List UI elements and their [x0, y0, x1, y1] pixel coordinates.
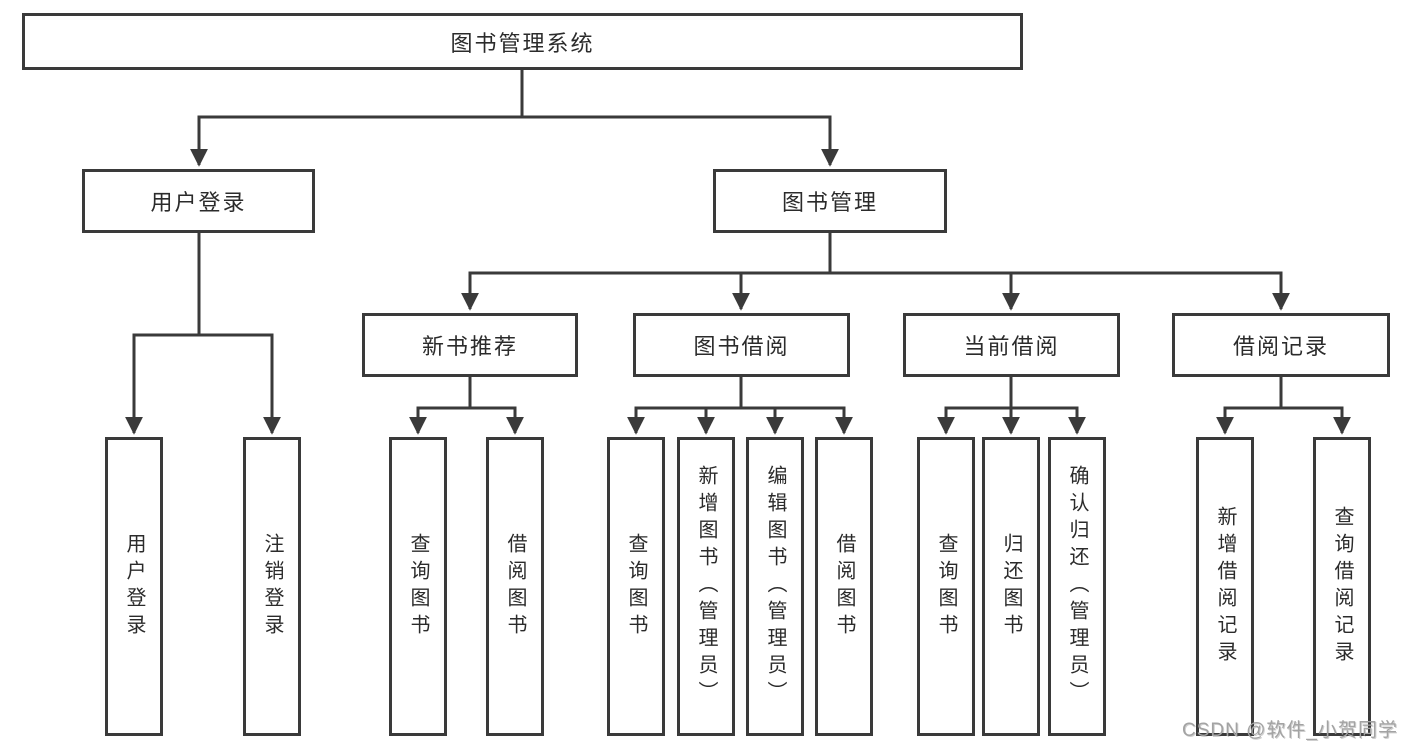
leaf-logout: 注销登录 [243, 437, 301, 736]
leaf-query-book-3: 查询图书 [917, 437, 975, 736]
node-new-book-recommend-label: 新书推荐 [421, 334, 518, 359]
leaf-query-book-3-label: 查询图书 [935, 532, 957, 641]
branch-new-book [409, 377, 524, 435]
leaf-add-book-admin-label: 新增图书（管理员） [695, 465, 717, 708]
leaf-logout-label: 注销登录 [261, 532, 283, 641]
node-user-login: 用户登录 [82, 169, 315, 233]
node-borrow-record-label: 借阅记录 [1232, 334, 1329, 359]
leaf-add-book-admin: 新增图书（管理员） [677, 437, 735, 736]
leaf-edit-book-admin-label: 编辑图书（管理员） [764, 465, 786, 708]
watermark: CSDN @软件_小贺同学 [1182, 720, 1398, 741]
leaf-borrow-book-2-label: 借阅图书 [833, 532, 855, 641]
node-borrow-record: 借阅记录 [1172, 313, 1390, 377]
leaf-return-book-label: 归还图书 [1000, 532, 1022, 641]
branch-current-borrow [937, 377, 1086, 435]
leaf-borrow-book-1-label: 借阅图书 [504, 532, 526, 641]
node-book-management-label: 图书管理 [781, 190, 878, 215]
node-library-system-label: 图书管理系统 [450, 30, 595, 56]
node-current-borrow-label: 当前借阅 [963, 334, 1060, 359]
leaf-query-book-2-label: 查询图书 [625, 532, 647, 641]
branch-borrow-record [1216, 377, 1351, 435]
leaf-return-book: 归还图书 [982, 437, 1040, 736]
leaf-user-login: 用户登录 [105, 437, 163, 736]
leaf-confirm-return-admin: 确认归还（管理员） [1048, 437, 1106, 736]
node-book-borrow-label: 图书借阅 [693, 334, 790, 359]
node-current-borrow: 当前借阅 [903, 313, 1120, 377]
branch-book-borrow [627, 377, 853, 435]
branch-user-login [125, 233, 281, 435]
leaf-borrow-book-1: 借阅图书 [486, 437, 544, 736]
node-book-management: 图书管理 [713, 169, 947, 233]
node-book-borrow: 图书借阅 [633, 313, 850, 377]
branch-book-management [461, 233, 1290, 311]
branch-root [190, 69, 839, 167]
leaf-query-borrow-record-label: 查询借阅记录 [1331, 505, 1353, 668]
node-new-book-recommend: 新书推荐 [362, 313, 578, 377]
leaf-user-login-label: 用户登录 [123, 532, 145, 641]
leaf-query-book-1-label: 查询图书 [407, 532, 429, 641]
leaf-add-borrow-record-label: 新增借阅记录 [1214, 505, 1236, 668]
leaf-query-borrow-record: 查询借阅记录 [1313, 437, 1371, 736]
leaf-query-book-2: 查询图书 [607, 437, 665, 736]
leaf-edit-book-admin: 编辑图书（管理员） [746, 437, 804, 736]
leaf-query-book-1: 查询图书 [389, 437, 447, 736]
node-user-login-label: 用户登录 [150, 190, 247, 215]
leaf-borrow-book-2: 借阅图书 [815, 437, 873, 736]
leaf-add-borrow-record: 新增借阅记录 [1196, 437, 1254, 736]
leaf-confirm-return-admin-label: 确认归还（管理员） [1066, 465, 1088, 708]
node-library-system: 图书管理系统 [22, 13, 1023, 70]
